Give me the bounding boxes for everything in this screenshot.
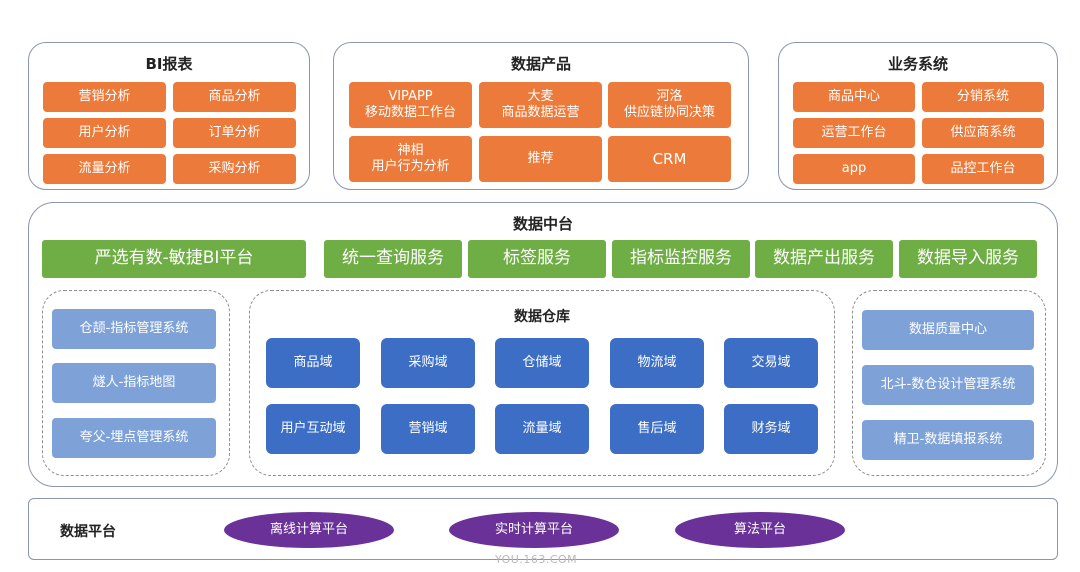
tag-service[interactable]: 标签服务 <box>468 240 606 278</box>
business-item[interactable]: 运营工作台 <box>793 118 915 148</box>
right-tools-group <box>852 290 1046 476</box>
unified-query-service[interactable]: 统一查询服务 <box>324 240 462 278</box>
left-tool-item[interactable]: 燧人-指标地图 <box>52 363 216 403</box>
warehouse-domain[interactable]: 商品域 <box>266 338 360 388</box>
data-product-title: 数据产品 <box>510 55 571 73</box>
data-middle-platform-title: 数据中台 <box>512 215 573 233</box>
platform-item-algorithm[interactable]: 算法平台 <box>675 512 845 548</box>
business-system-title: 业务系统 <box>887 55 948 73</box>
data-platform-title: 数据平台 <box>60 524 116 540</box>
left-tools-group <box>42 290 230 476</box>
warehouse-domain[interactable]: 仓储域 <box>495 338 589 388</box>
warehouse-domain[interactable]: 用户互动域 <box>266 404 360 454</box>
bi-item[interactable]: 营销分析 <box>43 82 166 112</box>
product-item[interactable]: 推荐 <box>479 136 602 182</box>
warehouse-domain[interactable]: 营销域 <box>381 404 475 454</box>
warehouse-domain[interactable]: 售后域 <box>610 404 704 454</box>
bi-item[interactable]: 商品分析 <box>173 82 296 112</box>
bi-item[interactable]: 用户分析 <box>43 118 166 148</box>
bi-item[interactable]: 流量分析 <box>43 154 166 184</box>
business-item[interactable]: app <box>793 154 915 184</box>
business-item[interactable]: 品控工作台 <box>922 154 1044 184</box>
right-tool-item[interactable]: 北斗-数仓设计管理系统 <box>862 365 1034 405</box>
warehouse-domain[interactable]: 流量域 <box>495 404 589 454</box>
bi-report-title: BI报表 <box>145 55 193 73</box>
bi-item[interactable]: 订单分析 <box>173 118 296 148</box>
product-item[interactable]: VIPAPP 移动数据工作台 <box>349 82 472 128</box>
platform-item-offline[interactable]: 离线计算平台 <box>224 512 394 548</box>
agile-bi-platform[interactable]: 严选有数-敏捷BI平台 <box>42 240 306 278</box>
data-output-service[interactable]: 数据产出服务 <box>755 240 893 278</box>
business-item[interactable]: 商品中心 <box>793 82 915 112</box>
product-item[interactable]: 神相 用户行为分析 <box>349 136 472 182</box>
data-import-service[interactable]: 数据导入服务 <box>899 240 1037 278</box>
data-warehouse-group <box>249 290 835 476</box>
data-warehouse-title: 数据仓库 <box>514 309 570 325</box>
product-item[interactable]: 河洛 供应链协同决策 <box>608 82 731 128</box>
business-item[interactable]: 分销系统 <box>922 82 1044 112</box>
watermark-text: YOU.163.COM <box>495 553 578 566</box>
warehouse-domain[interactable]: 采购域 <box>381 338 475 388</box>
bi-item[interactable]: 采购分析 <box>173 154 296 184</box>
warehouse-domain[interactable]: 物流域 <box>610 338 704 388</box>
left-tool-item[interactable]: 夸父-埋点管理系统 <box>52 418 216 458</box>
business-item[interactable]: 供应商系统 <box>922 118 1044 148</box>
metric-monitor-service[interactable]: 指标监控服务 <box>612 240 750 278</box>
product-item[interactable]: 大麦 商品数据运营 <box>479 82 602 128</box>
left-tool-item[interactable]: 仓颉-指标管理系统 <box>52 309 216 349</box>
product-item[interactable]: CRM <box>608 136 731 182</box>
warehouse-domain[interactable]: 财务域 <box>724 404 818 454</box>
right-tool-item[interactable]: 精卫-数据填报系统 <box>862 420 1034 460</box>
warehouse-domain[interactable]: 交易域 <box>724 338 818 388</box>
right-tool-item[interactable]: 数据质量中心 <box>862 310 1034 350</box>
platform-item-realtime[interactable]: 实时计算平台 <box>449 512 619 548</box>
